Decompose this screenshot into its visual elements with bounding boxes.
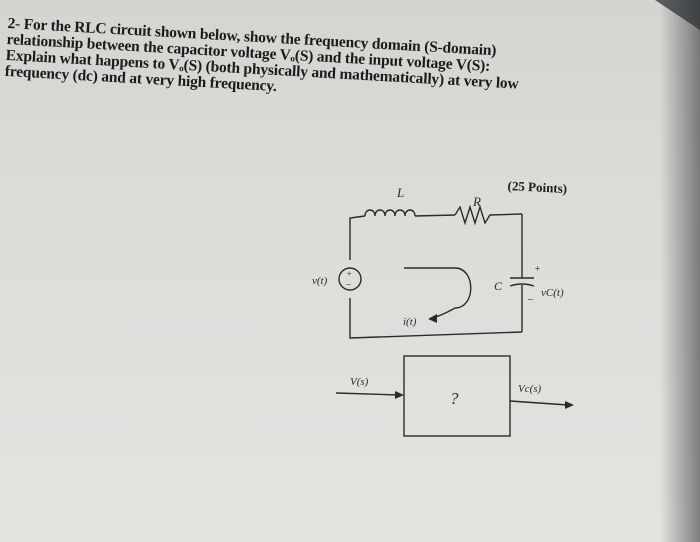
input-arrow-line [335,392,401,396]
unknown-transfer-function: ? [450,389,459,408]
output-signal-label: Vc(s) [518,383,542,395]
current-arrowhead [428,314,437,323]
source-minus-sign: – [345,279,351,289]
capacitor-voltage-label: vC(t) [541,287,564,299]
left-top-wire [349,215,366,260]
current-loop [404,267,472,309]
source-label: v(t) [312,275,328,287]
transfer-function-box [403,355,511,437]
input-arrowhead [395,391,404,399]
inductor-label: L [396,185,404,200]
circuit-schematic [335,204,569,437]
resistor-symbol [454,204,523,226]
mid-wire [414,214,456,217]
output-arrow-line [509,400,569,406]
resistor-label: R [472,194,481,209]
input-signal-label: V(s) [350,376,369,388]
arrowheads [395,314,574,409]
voltage-source-symbol [338,267,362,291]
capacitor-plus-sign: + [534,264,541,275]
inductor-symbol [364,209,416,217]
capacitor-plate-bottom [509,283,535,287]
capacitor-minus-sign: – [527,294,534,305]
bottom-wire [349,298,523,339]
current-label: i(t) [403,316,417,328]
source-plus-sign: + [346,269,352,279]
output-arrowhead [565,401,574,409]
background-edge [660,0,700,542]
capacitor-label: C [494,279,503,293]
